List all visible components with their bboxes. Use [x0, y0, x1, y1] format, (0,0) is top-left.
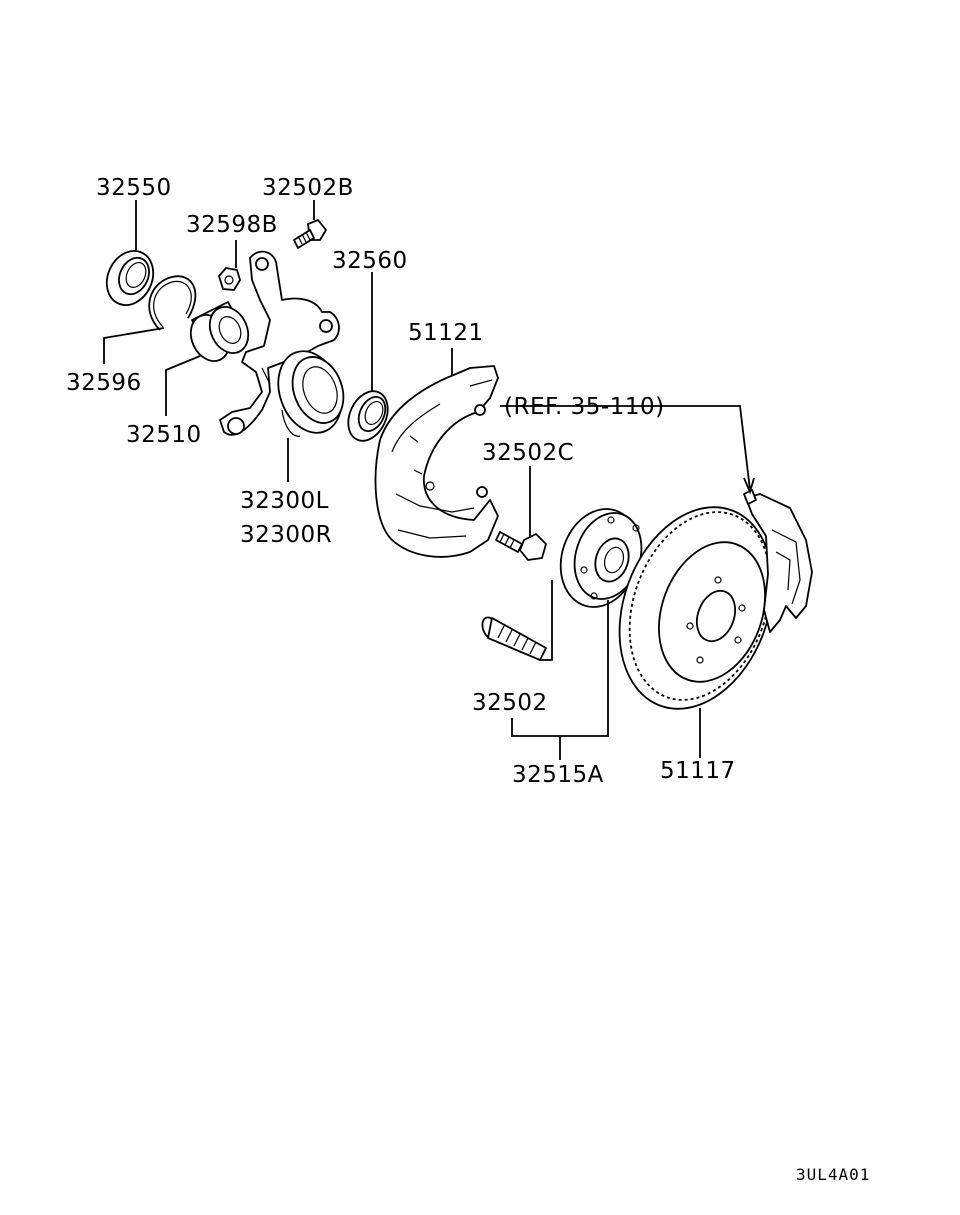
callout-32502[interactable]: 32502 — [472, 690, 548, 716]
callout-51121[interactable]: 51121 — [408, 320, 484, 346]
wheel-stud-part[interactable] — [480, 615, 547, 661]
snap-ring-part[interactable] — [148, 275, 197, 331]
callout-32560[interactable]: 32560 — [332, 248, 408, 274]
dust-seal-part[interactable] — [341, 385, 396, 447]
callout-32502C[interactable]: 32502C — [482, 440, 574, 466]
shield-bolt-part[interactable] — [495, 531, 547, 561]
callout-32510[interactable]: 32510 — [126, 422, 202, 448]
diagram-code: 3UL4A01 — [796, 1165, 870, 1184]
dust-shield-part[interactable] — [374, 365, 499, 558]
callout-32300R[interactable]: 32300R — [240, 522, 332, 548]
steering-knuckle-part[interactable] — [219, 250, 353, 442]
callout-32598B[interactable]: 32598B — [186, 212, 278, 238]
callout-ref-35-110[interactable]: (REF. 35-110) — [504, 394, 665, 420]
nut-part[interactable] — [218, 267, 241, 291]
callout-32596[interactable]: 32596 — [66, 370, 142, 396]
brake-caliper-ref[interactable] — [743, 489, 813, 633]
brake-disc-part[interactable] — [593, 486, 799, 731]
callout-32515A[interactable]: 32515A — [512, 762, 604, 788]
callout-32300L[interactable]: 32300L — [240, 488, 329, 514]
callout-51117[interactable]: 51117 — [660, 758, 736, 784]
knuckle-bolt-part[interactable] — [293, 219, 327, 249]
callout-32502B[interactable]: 32502B — [262, 175, 354, 201]
oil-seal-part[interactable] — [98, 243, 162, 312]
wheel-hub-part[interactable] — [548, 499, 652, 618]
leader-lines — [103, 200, 755, 760]
wheel-bearing-part[interactable] — [184, 301, 256, 368]
callout-32550[interactable]: 32550 — [96, 175, 172, 201]
